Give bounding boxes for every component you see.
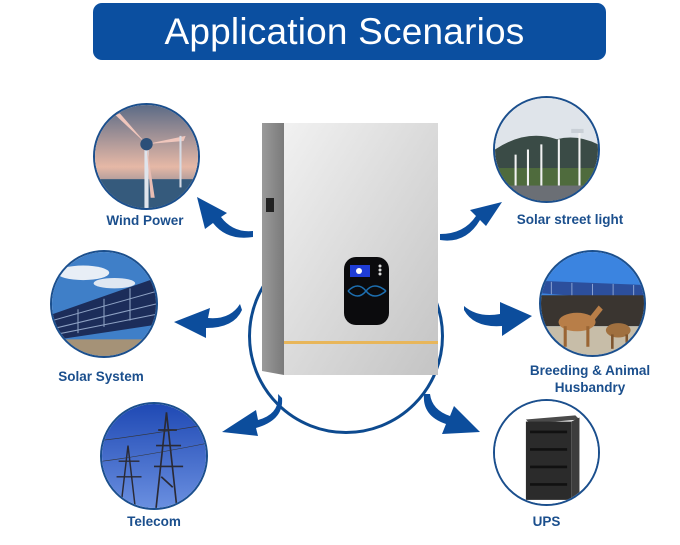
scenario-image-solar-street-light [493, 96, 600, 203]
page-title: Application Scenarios [164, 10, 525, 52]
scenario-label-solar-street-light: Solar street light [516, 212, 624, 227]
scenario-label-telecom: Telecom [127, 514, 181, 529]
arrow-to-telecom-icon [222, 394, 283, 436]
arrow-to-wind-power-icon [197, 197, 253, 238]
scenario-image-telecom [100, 402, 208, 510]
scenario-label-breeding: Breeding & Animal Husbandry [515, 362, 665, 396]
arrow-to-solar-system-icon [174, 304, 242, 338]
battery-device-image [262, 121, 438, 375]
scenario-label-wind-power: Wind Power [106, 213, 184, 228]
scenario-label-solar-system: Solar System [58, 369, 144, 384]
scenario-label-breeding-line2: Husbandry [554, 380, 626, 395]
arrow-to-breeding-icon [464, 302, 532, 336]
arrow-to-solar-street-light-icon [440, 202, 502, 241]
scenario-label-ups: UPS [532, 514, 561, 529]
title-banner: Application Scenarios [93, 3, 606, 60]
scenario-label-breeding-line1: Breeding & Animal [529, 363, 651, 378]
scenario-image-ups [493, 399, 600, 506]
scenario-image-breeding [539, 250, 646, 357]
scenario-image-wind-power [93, 103, 200, 210]
scenario-image-solar-system [50, 250, 158, 358]
arrow-to-ups-icon [423, 394, 480, 434]
